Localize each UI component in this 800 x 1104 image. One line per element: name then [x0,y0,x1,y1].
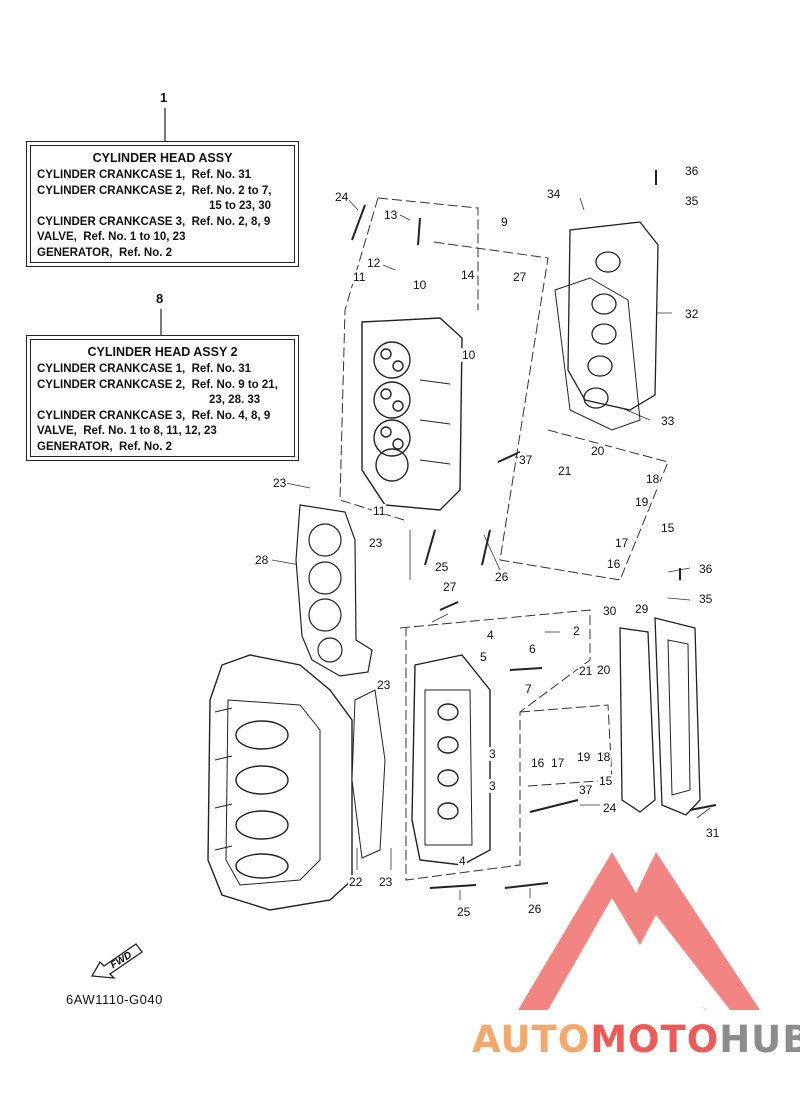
ref-label: 5 [479,650,488,664]
ref-label: 25 [456,905,472,919]
callout-cylinder-head-assy-2: CYLINDER HEAD ASSY 2 CYLINDER CRANKCASE … [26,335,299,461]
ref-label: 23 [376,678,392,692]
ref-label: 36 [684,164,700,178]
ref-label: 20 [590,444,606,458]
callout-8-title: CYLINDER HEAD ASSY 2 [87,345,238,359]
ref-label: 13 [383,208,399,222]
crankcase-block [207,654,353,911]
lower-gasket [351,689,386,859]
ref-label: 21 [557,464,573,478]
ref-label: 31 [705,826,721,840]
ref-label: 12 [366,256,382,270]
ref-label: 34 [546,187,562,201]
head-gasket [295,504,373,677]
ref-label: 18 [596,750,612,764]
upper-cylinder-head [361,317,463,511]
ref-label: 37 [578,783,594,797]
watermark-part-1: AUTO [472,1018,591,1061]
ref-label: 11 [352,270,367,284]
ref-label: 19 [576,750,592,764]
callout-1-line-6: GENERATOR, Ref. No. 2 [37,246,173,259]
ref-label: 24 [602,801,618,815]
ref-label: 33 [660,414,676,428]
callout-1-inner: CYLINDER HEAD ASSY CYLINDER CRANKCASE 1,… [30,145,295,263]
ref-label: 4 [486,628,495,642]
callout-8-line-6: GENERATOR, Ref. No. 2 [37,440,173,453]
callout-8-line-2: CYLINDER CRANKCASE 2, Ref. No. 9 to 21, [37,378,278,391]
watermark-part-3: HUB [719,1018,800,1061]
ref-label: 7 [524,682,533,696]
callout-8-line-1: CYLINDER CRANKCASE 1, Ref. No. 31 [37,363,252,375]
callout-1-number: 1 [160,90,168,105]
ref-label: 27 [512,270,528,284]
ref-label: 14 [460,268,476,282]
lower-cylinder-head [411,654,491,866]
ref-label: 26 [494,570,510,584]
ref-label: 23 [378,875,394,889]
ref-label: 9 [500,215,509,229]
callout-1-line-3: 15 to 23, 30 [209,200,272,213]
ref-label: 3 [488,779,497,793]
ref-label: 15 [598,774,614,788]
ref-label: 10 [461,348,477,362]
callout-8-number: 8 [156,291,164,306]
callout-1-title: CYLINDER HEAD ASSY [92,151,233,165]
ref-label: 10 [412,278,428,292]
ref-label: 29 [634,602,650,616]
ref-label: 37 [518,453,534,467]
ref-label: 17 [614,536,630,550]
ref-label: 11 [372,504,387,518]
bolts [351,170,717,889]
callout-cylinder-head-assy: CYLINDER HEAD ASSY CYLINDER CRANKCASE 1,… [26,141,299,267]
callout-8-line-3: 23, 28. 33 [209,394,261,407]
ref-label: 27 [442,580,458,594]
ref-label: 2 [572,624,581,638]
ref-label: 19 [634,495,650,509]
ref-label: 16 [606,557,622,571]
ref-label: 22 [348,875,364,889]
ref-label: 23 [272,476,288,490]
ref-label: 35 [698,592,714,606]
ref-label: 17 [550,756,566,770]
ref-label: 35 [684,194,700,208]
ref-label: 6 [528,642,537,656]
upper-head-cover [554,221,659,431]
callout-1-line-4: CYLINDER CRANKCASE 3, Ref. No. 2, 8, 9 [37,215,271,228]
callout-1-line-5: VALVE, Ref. No. 1 to 10, 23 [37,231,186,244]
callout-8-inner: CYLINDER HEAD ASSY 2 CYLINDER CRANKCASE … [30,339,295,457]
ref-label: 3 [488,747,497,761]
callout-1-line-1: CYLINDER CRANKCASE 1, Ref. No. 31 [37,169,252,181]
ref-label: 21 [578,664,594,678]
callout-8-line-4: CYLINDER CRANKCASE 3, Ref. No. 4, 8, 9 [37,409,271,422]
ref-label: 23 [368,536,384,550]
drawing-code: 6AW1110-G040 [66,992,163,1007]
watermark-logo [518,852,760,1010]
ref-label: 20 [596,663,612,677]
watermark-text: AUTOMOTOHUB [472,1018,800,1061]
ref-label: 36 [698,562,714,576]
lower-head-cover [619,617,701,816]
callout-8-line-5: VALVE, Ref. No. 1 to 8, 11, 12, 23 [37,425,217,438]
ref-label: 15 [660,521,676,535]
callout-1-line-2: CYLINDER CRANKCASE 2, Ref. No. 2 to 7, [37,184,272,197]
ref-label: 24 [334,190,350,204]
ref-label: 25 [434,560,450,574]
watermark-part-2: MOTO [590,1018,720,1061]
ref-label: 30 [602,604,618,618]
ref-label: 32 [684,307,700,321]
ref-label: 18 [645,472,661,486]
ref-label: 16 [530,756,546,770]
fwd-arrow-icon: FWD [90,943,143,979]
ref-label: 4 [458,854,467,868]
ref-label: 28 [254,553,270,567]
ref-label: 26 [527,902,543,916]
